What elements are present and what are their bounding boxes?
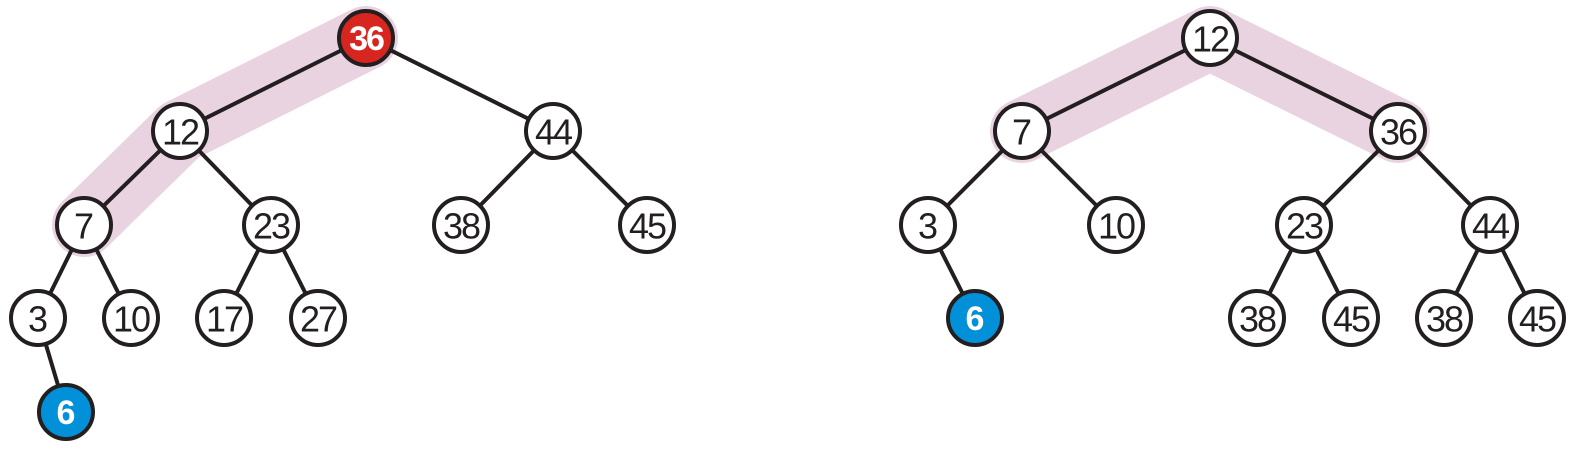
node-label: 12 — [162, 112, 199, 153]
node-label: 38 — [1426, 299, 1463, 340]
node-label: 36 — [349, 20, 384, 58]
node-38: 38 — [1415, 289, 1473, 347]
right-tree: 12 7 36 3 10 23 44 6 38 45 38 45 — [899, 6, 1566, 347]
node-38: 38 — [432, 196, 490, 254]
edge-36-12 — [178, 36, 368, 133]
node-circle — [946, 289, 1004, 347]
node-label: 3 — [28, 299, 48, 340]
node-38: 38 — [1228, 289, 1286, 347]
node-circle — [55, 196, 113, 254]
node-3: 3 — [9, 289, 67, 347]
node-10: 10 — [1087, 196, 1145, 254]
node-label: 23 — [1286, 206, 1323, 247]
edge-36-44 — [364, 36, 555, 133]
node-12: 12 — [151, 102, 209, 160]
node-circle — [195, 289, 253, 347]
node-circle — [37, 383, 95, 441]
node-circle — [9, 289, 67, 347]
node-circle — [1181, 9, 1239, 67]
node-circle — [1087, 196, 1145, 254]
node-circle — [102, 289, 160, 347]
node-label: 45 — [629, 206, 666, 247]
node-label: 7 — [74, 206, 94, 247]
node-circle — [1369, 102, 1427, 160]
node-27: 27 — [289, 289, 347, 347]
node-circle — [1275, 196, 1333, 254]
edge-12-7 — [1020, 36, 1212, 133]
node-circle — [1508, 289, 1566, 347]
edge-12-36 — [1208, 36, 1400, 133]
node-6: 6 — [37, 383, 95, 441]
node-7: 7 — [55, 196, 113, 254]
node-label: 3 — [918, 206, 938, 247]
node-circle — [1415, 289, 1473, 347]
node-label: 44 — [1472, 206, 1509, 247]
node-23: 23 — [242, 196, 300, 254]
node-label: 10 — [113, 299, 150, 340]
node-45: 45 — [1322, 289, 1380, 347]
node-label: 44 — [535, 112, 572, 153]
right-tree-nodes: 12 7 36 3 10 23 44 6 38 45 38 45 — [899, 9, 1566, 347]
node-label: 45 — [1333, 299, 1370, 340]
node-circle — [289, 289, 347, 347]
node-circle — [1461, 196, 1519, 254]
node-label: 17 — [206, 299, 243, 340]
node-7: 7 — [993, 102, 1051, 160]
node-label: 45 — [1519, 299, 1556, 340]
node-36: 36 — [1369, 102, 1427, 160]
node-6: 6 — [946, 289, 1004, 347]
node-circle — [337, 9, 395, 67]
node-23: 23 — [1275, 196, 1333, 254]
node-3: 3 — [899, 196, 957, 254]
node-44: 44 — [524, 102, 582, 160]
node-12: 12 — [1181, 9, 1239, 67]
left-tree-highlight-path — [52, 6, 398, 257]
node-circle — [899, 196, 957, 254]
node-circle — [242, 196, 300, 254]
node-45: 45 — [1508, 289, 1566, 347]
left-tree-nodes: 36 12 44 7 23 38 45 3 10 17 27 6 — [9, 9, 676, 441]
node-label: 38 — [1239, 299, 1276, 340]
node-10: 10 — [102, 289, 160, 347]
highlight-path — [52, 6, 398, 257]
node-label: 10 — [1098, 206, 1135, 247]
node-17: 17 — [195, 289, 253, 347]
node-label: 36 — [1380, 112, 1417, 153]
node-label: 7 — [1012, 112, 1032, 153]
node-label: 6 — [57, 394, 76, 432]
node-circle — [993, 102, 1051, 160]
node-label: 6 — [966, 300, 985, 338]
node-circle — [432, 196, 490, 254]
node-label: 27 — [300, 299, 337, 340]
node-circle — [618, 196, 676, 254]
node-circle — [1322, 289, 1380, 347]
node-44: 44 — [1461, 196, 1519, 254]
node-label: 23 — [253, 206, 290, 247]
node-circle — [1228, 289, 1286, 347]
node-label: 38 — [443, 206, 480, 247]
node-36: 36 — [337, 9, 395, 67]
node-45: 45 — [618, 196, 676, 254]
node-circle — [151, 102, 209, 160]
node-label: 12 — [1192, 19, 1229, 60]
left-tree: 36 12 44 7 23 38 45 3 10 17 27 6 — [9, 6, 676, 441]
node-circle — [524, 102, 582, 160]
